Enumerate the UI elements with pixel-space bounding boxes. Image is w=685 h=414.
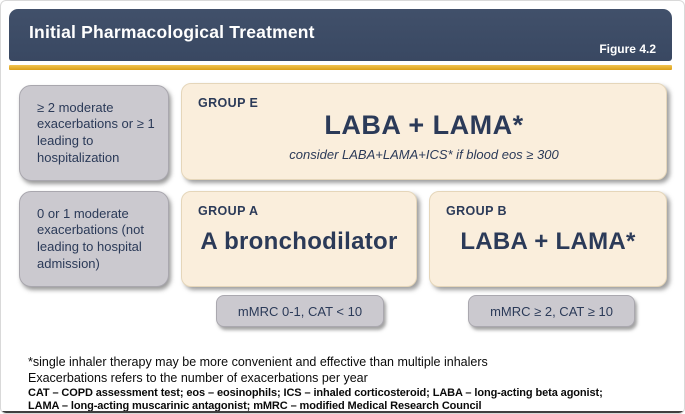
- criteria-box-infrequent-exacerbations: 0 or 1 moderate exacerbations (not leadi…: [19, 191, 169, 287]
- bottom-rule: [1, 411, 684, 413]
- group-e-treatment-note: consider LABA+LAMA+ICS* if blood eos ≥ 3…: [289, 147, 559, 162]
- gold-accent-rule: [9, 65, 672, 70]
- symptom-scale-text: mMRC ≥ 2, CAT ≥ 10: [490, 303, 613, 319]
- group-b-box: GROUP B LABA + LAMA*: [429, 191, 667, 287]
- criteria-text: 0 or 1 moderate exacerbations (not leadi…: [37, 205, 144, 271]
- group-e-treatment: LABA + LAMA*: [324, 110, 524, 140]
- group-a-box: GROUP A A bronchodilator: [181, 191, 417, 287]
- footnote-abbreviations-1: CAT – COPD assessment test; eos – eosino…: [28, 386, 603, 399]
- footnote-abbreviations-2: LAMA – long-acting muscarinic antagonist…: [28, 400, 482, 413]
- page-title: Initial Pharmacological Treatment: [29, 22, 315, 42]
- group-e-label: GROUP E: [198, 96, 259, 110]
- group-b-treatment: LABA + LAMA*: [460, 228, 636, 255]
- group-a-treatment: A bronchodilator: [200, 228, 398, 255]
- footnotes: *single inhaler therapy may be more conv…: [28, 355, 603, 413]
- group-b-label: GROUP B: [446, 204, 507, 218]
- group-e-box: GROUP E LABA + LAMA* consider LABA+LAMA+…: [181, 83, 667, 180]
- criteria-box-frequent-exacerbations: ≥ 2 moderate exacerbations or ≥ 1 leadin…: [19, 85, 169, 181]
- symptom-scale-low-pill: mMRC 0-1, CAT < 10: [216, 295, 384, 327]
- figure-number-label: Figure 4.2: [599, 42, 656, 56]
- footnote-single-inhaler: *single inhaler therapy may be more conv…: [28, 355, 488, 369]
- header-bar: Initial Pharmacological Treatment Figure…: [9, 9, 672, 61]
- group-a-label: GROUP A: [198, 204, 259, 218]
- footnote-exacerbations: Exacerbations refers to the number of ex…: [28, 370, 368, 385]
- symptom-scale-high-pill: mMRC ≥ 2, CAT ≥ 10: [468, 295, 635, 327]
- symptom-scale-text: mMRC 0-1, CAT < 10: [237, 303, 363, 319]
- criteria-text: ≥ 2 moderate exacerbations or ≥ 1 leadin…: [37, 99, 155, 165]
